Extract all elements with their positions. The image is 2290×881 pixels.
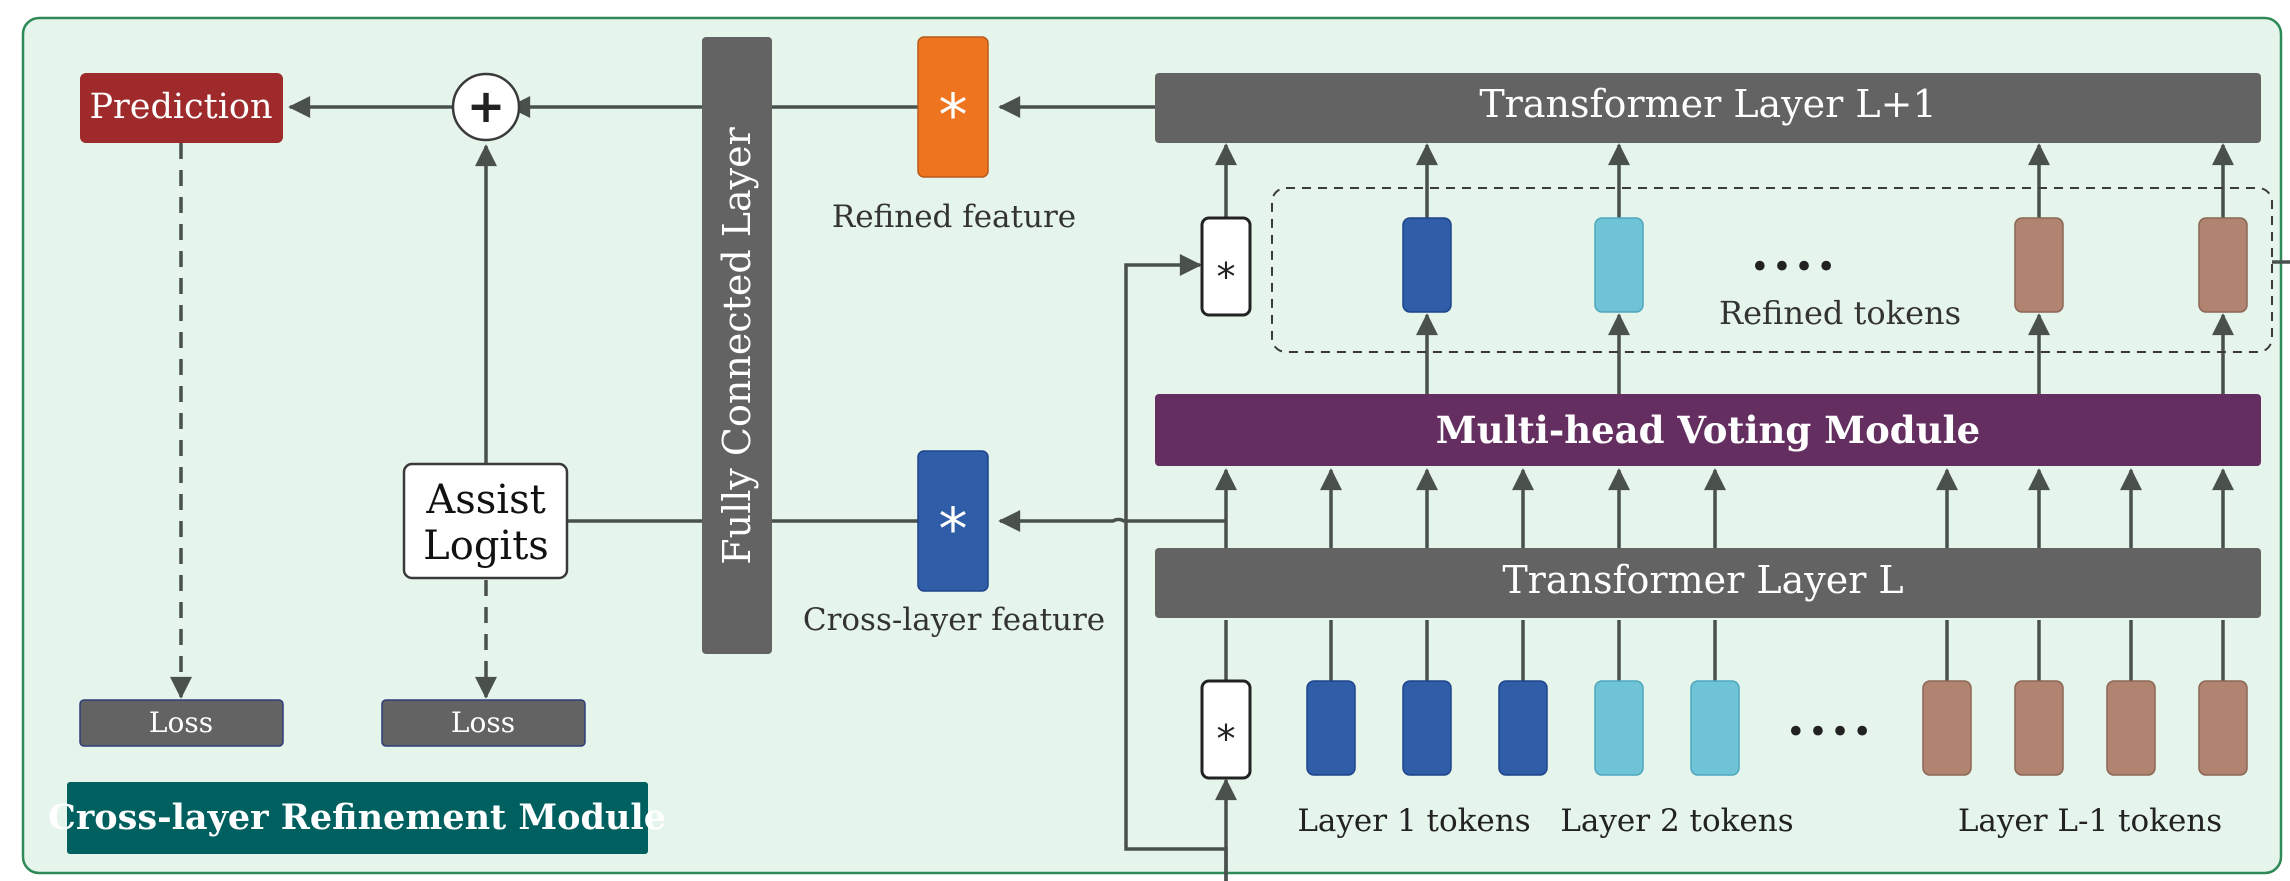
refined-token bbox=[1402, 217, 1452, 313]
loss-box-right bbox=[381, 699, 586, 747]
refined-token bbox=[2014, 217, 2064, 313]
refined-tokens-label: Refined tokens bbox=[1719, 294, 1961, 332]
layerL1-token bbox=[2106, 680, 2156, 776]
refined-feature-block bbox=[917, 36, 989, 178]
assist-logits-line2: Logits bbox=[423, 523, 549, 569]
layer1-tokens-label: Layer 1 tokens bbox=[1297, 803, 1530, 839]
refined-token bbox=[2198, 217, 2248, 313]
assist-logits-box bbox=[402, 462, 569, 580]
cross-layer-feature-star: * bbox=[939, 495, 968, 563]
refined-token bbox=[1594, 217, 1644, 313]
transformer-layer-bottom-label: Transformer Layer L bbox=[1502, 558, 1903, 602]
layer1-token bbox=[1402, 680, 1452, 776]
refined-tokens-box bbox=[1271, 187, 2273, 353]
layerL1-token bbox=[2014, 680, 2064, 776]
layer2-token bbox=[1594, 680, 1644, 776]
voting-module-label: Multi-head Voting Module bbox=[1436, 408, 1980, 452]
cross-layer-feature-block bbox=[917, 450, 989, 592]
loss-box-left bbox=[79, 699, 284, 747]
layer2-tokens-label: Layer 2 tokens bbox=[1560, 803, 1793, 839]
layer2-token bbox=[1690, 680, 1740, 776]
loss-connectors bbox=[170, 143, 497, 699]
assist-logits-line1: Assist bbox=[425, 477, 545, 523]
plus-icon: + bbox=[467, 79, 506, 133]
refined-feature-label: Refined feature bbox=[832, 199, 1076, 235]
fully-connected-layer bbox=[702, 37, 772, 654]
refined-tokens-dots: .... bbox=[1751, 222, 1839, 283]
crm-label: Cross-layer Refinement Module bbox=[48, 797, 666, 838]
transformer-layer-top bbox=[1155, 73, 2261, 143]
cls-token bbox=[1200, 679, 1252, 780]
cls-token-star: * bbox=[1217, 717, 1236, 761]
transformer-layer-top-label: Transformer Layer L+1 bbox=[1479, 82, 1936, 126]
crm-label-box bbox=[67, 782, 648, 854]
refined-cls-star: * bbox=[1217, 255, 1236, 299]
prediction-box bbox=[80, 73, 283, 143]
loss-right-label: Loss bbox=[451, 706, 515, 739]
refined-feature-star: * bbox=[939, 81, 968, 149]
layerL1-token bbox=[2198, 680, 2248, 776]
layerL1-token bbox=[1922, 680, 1972, 776]
sum-node bbox=[451, 72, 521, 142]
prediction-label: Prediction bbox=[89, 87, 272, 127]
voting-module bbox=[1155, 394, 2261, 466]
layerL1-tokens-label: Layer L-1 tokens bbox=[1958, 803, 2222, 839]
cross-layer-feature-label: Cross-layer feature bbox=[803, 602, 1105, 638]
layer1-token bbox=[1498, 680, 1548, 776]
refined-cls-token bbox=[1200, 216, 1252, 317]
loss-left-label: Loss bbox=[149, 706, 213, 739]
fully-connected-layer-label: Fully Connected Layer bbox=[715, 126, 759, 564]
transformer-layer-bottom bbox=[1155, 548, 2261, 618]
bottom-tokens-dots: .... bbox=[1787, 687, 1875, 748]
layer1-token bbox=[1306, 680, 1356, 776]
